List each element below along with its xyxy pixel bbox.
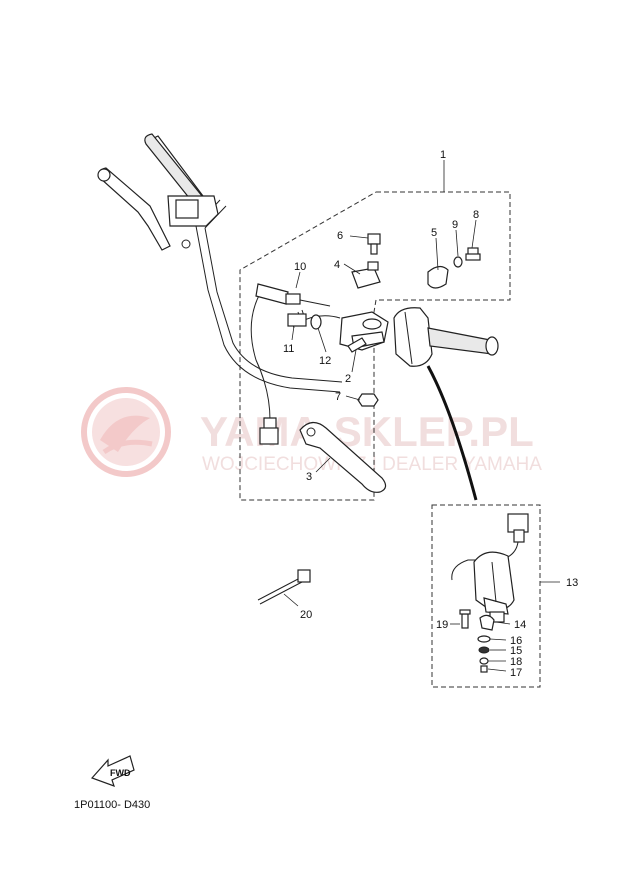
callout-2: 2 (345, 373, 351, 385)
fwd-label: FWD (110, 768, 131, 778)
switch-assembly-13 (451, 513, 529, 623)
part-4-clamp (351, 261, 381, 289)
callout-4: 4 (334, 259, 340, 271)
diagram-code: 1P01100- D430 (74, 799, 150, 811)
callout-14: 14 (514, 619, 526, 631)
callout-17: 17 (510, 667, 522, 679)
callout-8: 8 (473, 209, 479, 221)
part-12-washer (310, 314, 322, 330)
callout-20: 20 (300, 609, 312, 621)
watermark-tagline-text: WOJCIECHOWICZ | DEALER YAMAHA (202, 454, 542, 475)
part-3-lever (299, 421, 387, 493)
left-grip-assembly (97, 133, 219, 251)
callout-16: 16 (510, 635, 522, 647)
assembly-1-boundary (239, 191, 511, 501)
part-9-washer (453, 256, 463, 268)
watermark-site-text: YAMA-SKLEP.PL (200, 408, 534, 455)
callout-13: 13 (566, 577, 578, 589)
part-2-bolt (347, 337, 367, 353)
callout-7: 7 (335, 391, 341, 403)
callout-6: 6 (337, 230, 343, 242)
callout-18: 18 (510, 656, 522, 668)
callout-15: 15 (510, 645, 522, 657)
watermark: YAMA-SKLEP.PL WOJCIECHOWICZ | DEALER YAM… (81, 387, 542, 477)
leaders (283, 219, 560, 672)
assembly-13-link-line (426, 365, 478, 501)
clutch-bracket (299, 311, 389, 351)
right-grip-assembly (393, 307, 499, 367)
assembly-13-boundary (431, 504, 541, 688)
callout-3: 3 (306, 471, 312, 483)
callout-11: 11 (283, 343, 294, 355)
callout-10: 10 (294, 261, 306, 273)
part-7-nut (357, 393, 379, 407)
part-6-bolt (367, 233, 381, 255)
clutch-switch-cable (250, 283, 331, 445)
part-11-spring (287, 309, 307, 329)
part-8-screw (465, 247, 481, 261)
callout-1: 1 (440, 149, 446, 161)
callout-12: 12 (319, 355, 331, 367)
part-20-cable-tie (257, 569, 311, 605)
callout-5: 5 (431, 227, 437, 239)
part-5-holder (427, 265, 449, 289)
fwd-arrow-icon: FWD (90, 755, 135, 787)
small-hardware-13 (459, 609, 495, 673)
callout-9: 9 (452, 219, 458, 231)
callout-labels: 1 2 3 4 5 6 7 8 9 10 11 12 13 14 15 16 1… (283, 149, 578, 679)
watermark-logo (81, 387, 171, 477)
callout-19: 19 (436, 619, 448, 631)
